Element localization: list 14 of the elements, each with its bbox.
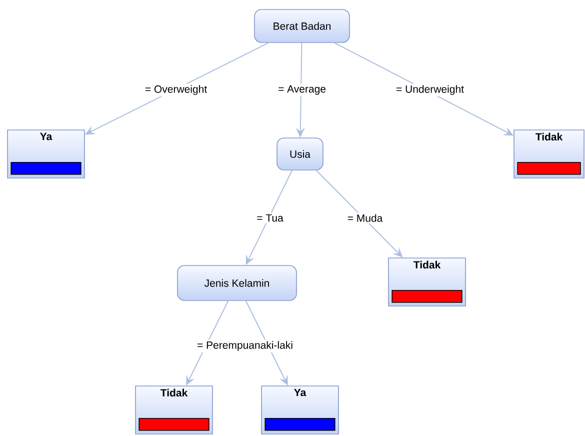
leaf-box: Tidak [135,386,213,434]
edge-label: = Underweight [394,84,466,96]
leaf-box: Tidak [514,130,584,178]
leaf-box: Ya [261,386,339,434]
decision-node: Jenis Kelamin [177,265,297,301]
edge-label: = Muda [346,212,384,224]
leaf-box: Ya [7,130,85,178]
decision-node: Usia [276,138,324,170]
leaf-box: Tidak [388,258,466,306]
edge-label: = Tua [255,212,285,224]
edge-label: = Average [276,84,328,96]
edge-label: = Perempuanaki-laki [196,340,294,352]
edge-label: = Overweight [143,84,209,96]
decision-node: Berat Badan [254,9,350,43]
